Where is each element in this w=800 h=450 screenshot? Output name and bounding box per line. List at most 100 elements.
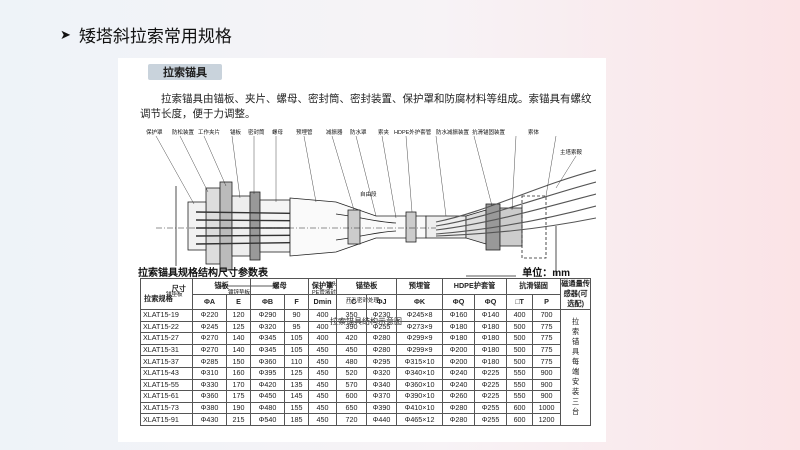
table-cell: Φ345 bbox=[250, 343, 286, 357]
table-cell: 450 bbox=[308, 378, 338, 392]
table-cell: Φ225 bbox=[474, 378, 508, 392]
header-cell: HDPE护套管 bbox=[442, 278, 508, 295]
table-cell: Φ440 bbox=[366, 413, 398, 426]
subheader-cell: Dmin bbox=[308, 293, 338, 310]
subheader-cell: ΦQ bbox=[442, 293, 476, 310]
table-cell: Φ280 bbox=[366, 332, 398, 345]
table-cell: Φ360 bbox=[192, 390, 227, 403]
table-cell: 1000 bbox=[532, 401, 562, 415]
header-cell: 保护罩 bbox=[308, 278, 338, 295]
table-cell: Φ299×9 bbox=[396, 332, 444, 345]
table-cell: Φ295 bbox=[366, 355, 398, 368]
install-note-text: 拉索锚具每端安装三台 bbox=[571, 317, 580, 417]
table-cell: Φ255 bbox=[474, 413, 508, 426]
table-cell: Φ273×9 bbox=[396, 320, 444, 334]
table-cell: 550 bbox=[506, 366, 534, 380]
diagram-label: 自由段 bbox=[360, 190, 377, 198]
table-cell: Φ330 bbox=[192, 378, 227, 392]
table-cell: 125 bbox=[225, 320, 252, 334]
table-cell: Φ225 bbox=[474, 366, 508, 380]
table-cell: Φ480 bbox=[250, 401, 286, 415]
table-cell: 600 bbox=[506, 401, 534, 415]
table-cell: XLAT15-61 bbox=[140, 390, 193, 403]
diagram-label: 防松装置 bbox=[172, 128, 195, 136]
table-cell: 775 bbox=[532, 355, 562, 368]
table-cell: 775 bbox=[532, 332, 562, 345]
table-cell: Φ225 bbox=[474, 390, 508, 403]
table-cell: 500 bbox=[506, 332, 534, 345]
table-cell: Φ340×10 bbox=[396, 366, 444, 380]
table-cell: Φ200 bbox=[442, 355, 476, 368]
diagram-label: 预埋管 bbox=[296, 128, 313, 136]
table-cell: 650 bbox=[336, 401, 368, 415]
table-cell: Φ465×12 bbox=[396, 413, 444, 426]
table-cell: Φ345 bbox=[250, 332, 286, 345]
table-cell: 1200 bbox=[532, 413, 562, 426]
table-cell: 105 bbox=[284, 343, 310, 357]
table-cell: XLAT15-43 bbox=[140, 366, 193, 380]
table-cell: 140 bbox=[225, 332, 252, 345]
table-cell: 900 bbox=[532, 366, 562, 380]
table-cell: 450 bbox=[336, 343, 368, 357]
table-cell: Φ280 bbox=[366, 343, 398, 357]
table-cell: 160 bbox=[225, 366, 252, 380]
header-cell: 螺母 bbox=[250, 278, 310, 295]
table-cell: 110 bbox=[284, 355, 310, 368]
table-cell: Φ255 bbox=[474, 401, 508, 415]
diagram-label: 密封筒 bbox=[248, 128, 265, 136]
table-cell: XLAT15-37 bbox=[140, 355, 193, 368]
table-cell: Φ290 bbox=[250, 309, 286, 322]
table-cell: Φ420 bbox=[250, 378, 286, 392]
subheader-cell: F bbox=[284, 293, 310, 310]
table-title: 拉索锚具规格结构尺寸参数表 bbox=[138, 268, 268, 279]
table-cell: XLAT15-31 bbox=[140, 343, 193, 357]
subheader-cell: □C bbox=[336, 293, 368, 310]
diagram-label: 减振器 bbox=[326, 128, 343, 136]
document-image: 拉索锚具 拉索锚具由锚板、夹片、螺母、密封筒、密封装置、保护罩和防腐材料等组成。… bbox=[118, 58, 606, 442]
table-cell: 190 bbox=[225, 401, 252, 415]
table-cell: Φ180 bbox=[442, 320, 476, 334]
header-spec: 拉索规格 bbox=[144, 294, 173, 303]
table-cell: Φ430 bbox=[192, 413, 227, 426]
table-cell: 400 bbox=[506, 309, 534, 322]
table-cell: Φ180 bbox=[474, 332, 508, 345]
table-cell: 775 bbox=[532, 320, 562, 334]
table-cell: Φ280 bbox=[442, 413, 476, 426]
table-cell: Φ280 bbox=[442, 401, 476, 415]
table-cell: Φ240 bbox=[442, 378, 476, 392]
diagram-label: 防水罩 bbox=[350, 128, 367, 136]
table-cell: 520 bbox=[336, 366, 368, 380]
table-cell: Φ360 bbox=[250, 355, 286, 368]
subheader-cell: ΦJ bbox=[366, 293, 398, 310]
table-cell: Φ370 bbox=[366, 390, 398, 403]
table-cell: Φ270 bbox=[192, 332, 227, 345]
table-cell: 450 bbox=[308, 401, 338, 415]
table-cell: Φ285 bbox=[192, 355, 227, 368]
table-cell: 390 bbox=[336, 320, 368, 334]
table-cell: 150 bbox=[225, 355, 252, 368]
header-cell: 预埋管 bbox=[396, 278, 444, 295]
slide-title: ➤ 矮塔斜拉索常用规格 bbox=[60, 22, 232, 47]
table-cell: 450 bbox=[308, 343, 338, 357]
table-cell: 720 bbox=[336, 413, 368, 426]
diagram-label: 保护罩 bbox=[146, 128, 163, 136]
table-cell: 145 bbox=[284, 390, 310, 403]
diagram-label: HDPE外护套管 bbox=[394, 128, 432, 136]
table-cell: Φ220 bbox=[192, 309, 227, 322]
table-cell: Φ540 bbox=[250, 413, 286, 426]
table-cell: Φ360×10 bbox=[396, 378, 444, 392]
table-cell: Φ260 bbox=[442, 390, 476, 403]
table-cell: Φ245×8 bbox=[396, 309, 444, 322]
table-cell: 90 bbox=[284, 309, 310, 322]
table-cell: 500 bbox=[506, 355, 534, 368]
table-cell: 480 bbox=[336, 355, 368, 368]
table-cell: Φ299×9 bbox=[396, 343, 444, 357]
table-cell: 120 bbox=[225, 309, 252, 322]
